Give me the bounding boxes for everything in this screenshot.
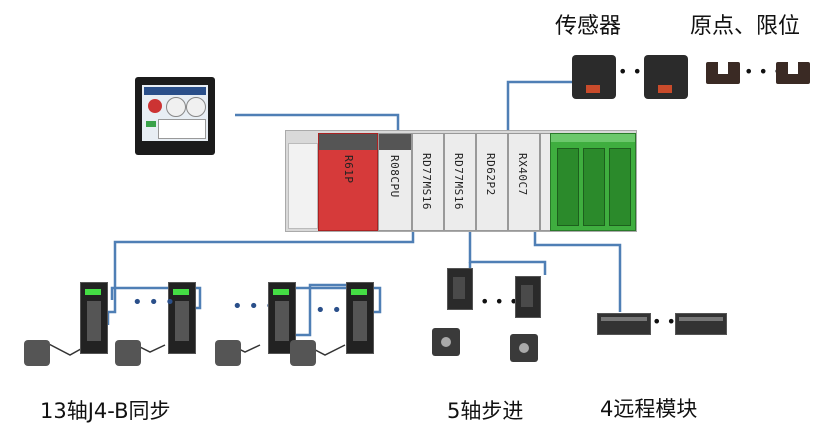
module-label-power: R61P [342, 155, 355, 184]
hmi-screen [142, 85, 208, 141]
motion-module-1 [412, 133, 444, 231]
module-label-motion-1: RD77MS16 [420, 153, 433, 210]
label-sensors: 传感器 [555, 14, 622, 39]
plc-rack: R61P R08CPU RD77MS16 RD77MS16 RD62P2 RX4… [285, 130, 637, 232]
power-module [318, 133, 378, 231]
line-sensors [506, 80, 588, 132]
label-stepper: 5轴步进 [447, 399, 524, 423]
photo-sensor-1 [572, 55, 616, 99]
slot-sensor-2 [776, 62, 810, 84]
servo-drive-1 [80, 282, 108, 354]
cpu-module [378, 133, 412, 231]
servo-motor-2 [115, 340, 141, 366]
line-servo-bus [113, 228, 415, 300]
servo-drive-4 [346, 282, 374, 354]
green-terminal-block [550, 133, 636, 231]
servo-dots-1: • • • [132, 292, 176, 313]
servo-drive-2 [168, 282, 196, 354]
servo-motor-1 [24, 340, 50, 366]
rack-base-left [288, 143, 318, 229]
module-label-motion-2: RD77MS16 [452, 153, 465, 210]
input-module [508, 133, 540, 231]
module-label-cpu: R08CPU [388, 155, 401, 198]
servo-motor-4 [290, 340, 316, 366]
motion-module-2 [444, 133, 476, 231]
module-label-input: RX40C7 [516, 153, 529, 196]
servo-motor-3 [215, 340, 241, 366]
stepper-motor-1 [432, 328, 460, 356]
line-servo-chain-a [106, 300, 117, 325]
label-origin-limit: 原点、限位 [690, 14, 801, 39]
line-stepper-bus [468, 228, 547, 275]
photo-sensor-2 [644, 55, 688, 99]
servo-dots-2: • • • [232, 296, 276, 317]
line-remote-bus [533, 228, 622, 312]
slot-sensor-1 [706, 62, 740, 84]
line-hmi-cpu [235, 113, 400, 132]
stepper-motor-2 [510, 334, 538, 362]
stepper-driver-2 [515, 276, 541, 318]
limit-dots: • • • [744, 62, 783, 81]
remote-module-2 [675, 313, 727, 335]
stepper-driver-1 [447, 268, 473, 310]
hmi-panel [135, 77, 215, 155]
remote-module-1 [597, 313, 651, 335]
stepper-dots: • • • [480, 292, 519, 311]
label-remote: 4远程模块 [600, 397, 698, 421]
counter-module [476, 133, 508, 231]
label-servo-sync: 13轴J4-B同步 [40, 399, 171, 423]
line-servo-chain-d [290, 283, 355, 337]
module-label-counter: RD62P2 [484, 153, 497, 196]
